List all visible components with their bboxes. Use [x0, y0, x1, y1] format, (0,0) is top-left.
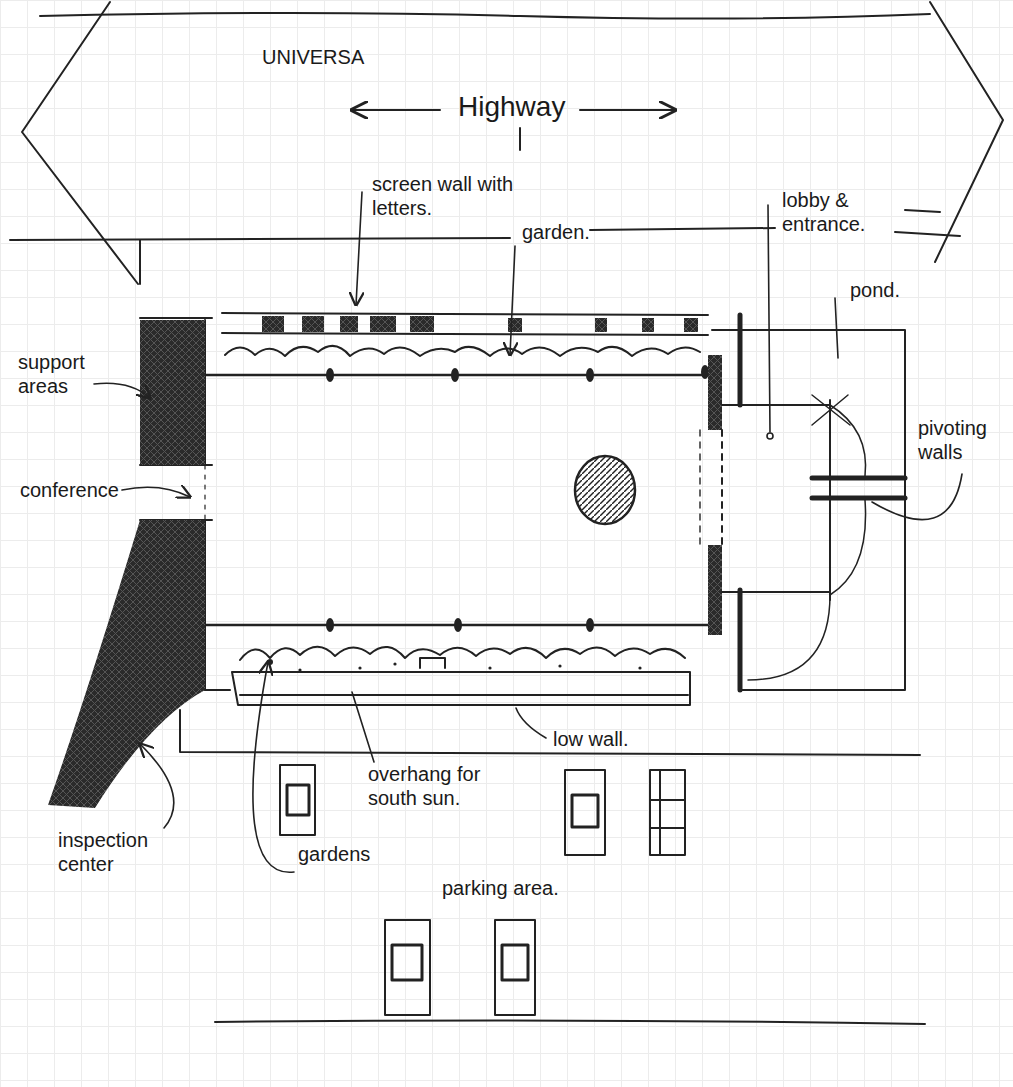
highway-band: UNIVERSA Highway — [0, 0, 1013, 300]
callout-text: conference — [20, 478, 119, 502]
callout-text: support areas — [18, 350, 118, 398]
band-outline — [0, 0, 1013, 300]
callout-text: overhang for south sun. — [368, 762, 490, 810]
callout-text: screen wall with letters. — [372, 172, 532, 220]
callout-text: inspection center — [58, 828, 168, 876]
road-label: Highway — [458, 92, 565, 123]
callout-text: parking area. — [442, 876, 559, 900]
callout-text: low wall. — [553, 727, 629, 751]
road-name: UNIVERSA — [262, 46, 364, 68]
callout-text: lobby & entrance. — [782, 188, 892, 236]
callout-text: pond. — [850, 278, 900, 302]
callout-text: gardens — [298, 842, 370, 866]
callout-text: pivoting walls — [918, 416, 1008, 464]
callout-text: garden. — [522, 220, 590, 244]
